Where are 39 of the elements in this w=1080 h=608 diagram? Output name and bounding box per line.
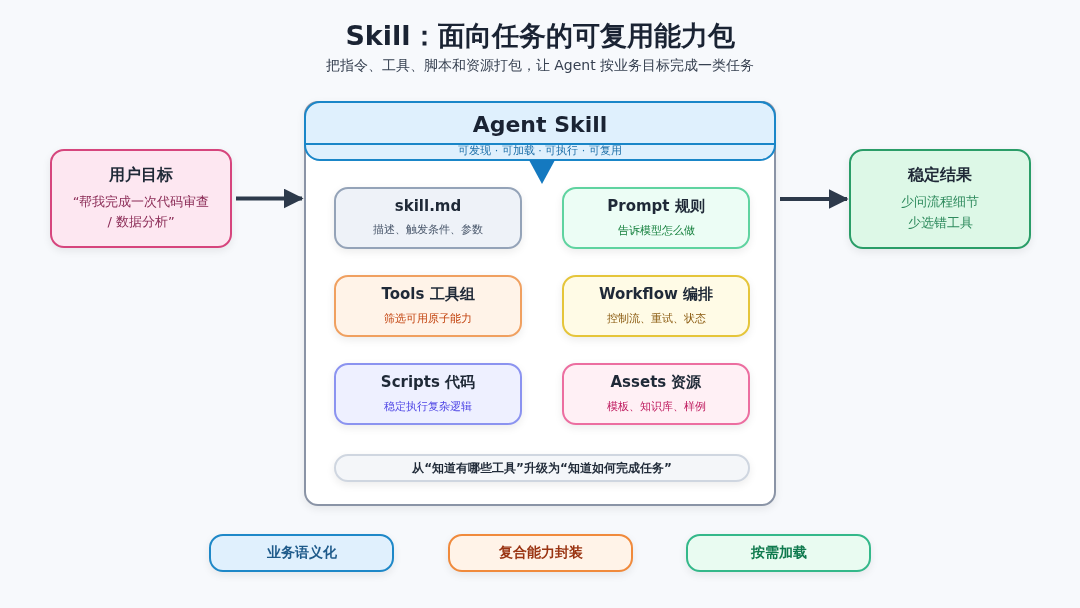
component-box (562, 363, 750, 425)
box-title: Assets 资源 (610, 372, 702, 392)
box-text: 复合能力封装 (498, 544, 583, 562)
goal-box (50, 149, 232, 248)
box-title: Scripts 代码 (380, 372, 476, 392)
box-title: Prompt 规则 (607, 196, 705, 216)
box-description: 描述、触发条件、参数 (373, 222, 483, 239)
feature-pill (448, 534, 633, 572)
arrow (780, 189, 849, 209)
box-text: 业务语义化 (266, 544, 337, 562)
box-description: 少问流程细节少选错工具 (900, 193, 980, 232)
component-box (334, 275, 522, 337)
summary-banner (334, 454, 750, 482)
header-subtitle: 可发现 · 可加载 · 可执行 · 可复用 (457, 143, 623, 158)
box-title: 用户目标 (109, 164, 173, 186)
box-description: 控制流、重试、状态 (606, 310, 706, 327)
result-box (849, 149, 1031, 249)
box-title: skill.md (394, 197, 462, 216)
skill-container (304, 101, 776, 506)
box-description: 模板、知识库、样例 (606, 398, 706, 415)
box-title: Workflow 编排 (598, 284, 714, 304)
feature-pill (686, 534, 871, 572)
box-title: Tools 工具组 (381, 284, 475, 304)
component-box (334, 363, 522, 425)
arrow (236, 188, 304, 209)
box-text: 从“知道有哪些工具”升级为“知道如何完成任务” (412, 459, 672, 477)
component-box (562, 187, 750, 249)
header-title: Agent Skill (471, 112, 609, 137)
feature-pill (209, 534, 394, 572)
box-text: 按需加载 (750, 544, 807, 562)
box-title: 稳定结果 (908, 165, 972, 187)
component-box (562, 275, 750, 337)
box-description: “帮我完成一次代码审查 / 数据分析” (71, 192, 211, 231)
subtitle: 把指令、工具、脚本和资源打包，让 Agent 按业务目标完成一类任务 (324, 57, 756, 75)
title: Skill：面向任务的可复用能力包 (344, 19, 736, 53)
box-description: 告诉模型怎么做 (617, 222, 695, 239)
component-box (334, 187, 522, 249)
box-description: 稳定执行复杂逻辑 (384, 398, 472, 415)
box-description: 筛选可用原子能力 (384, 310, 472, 327)
